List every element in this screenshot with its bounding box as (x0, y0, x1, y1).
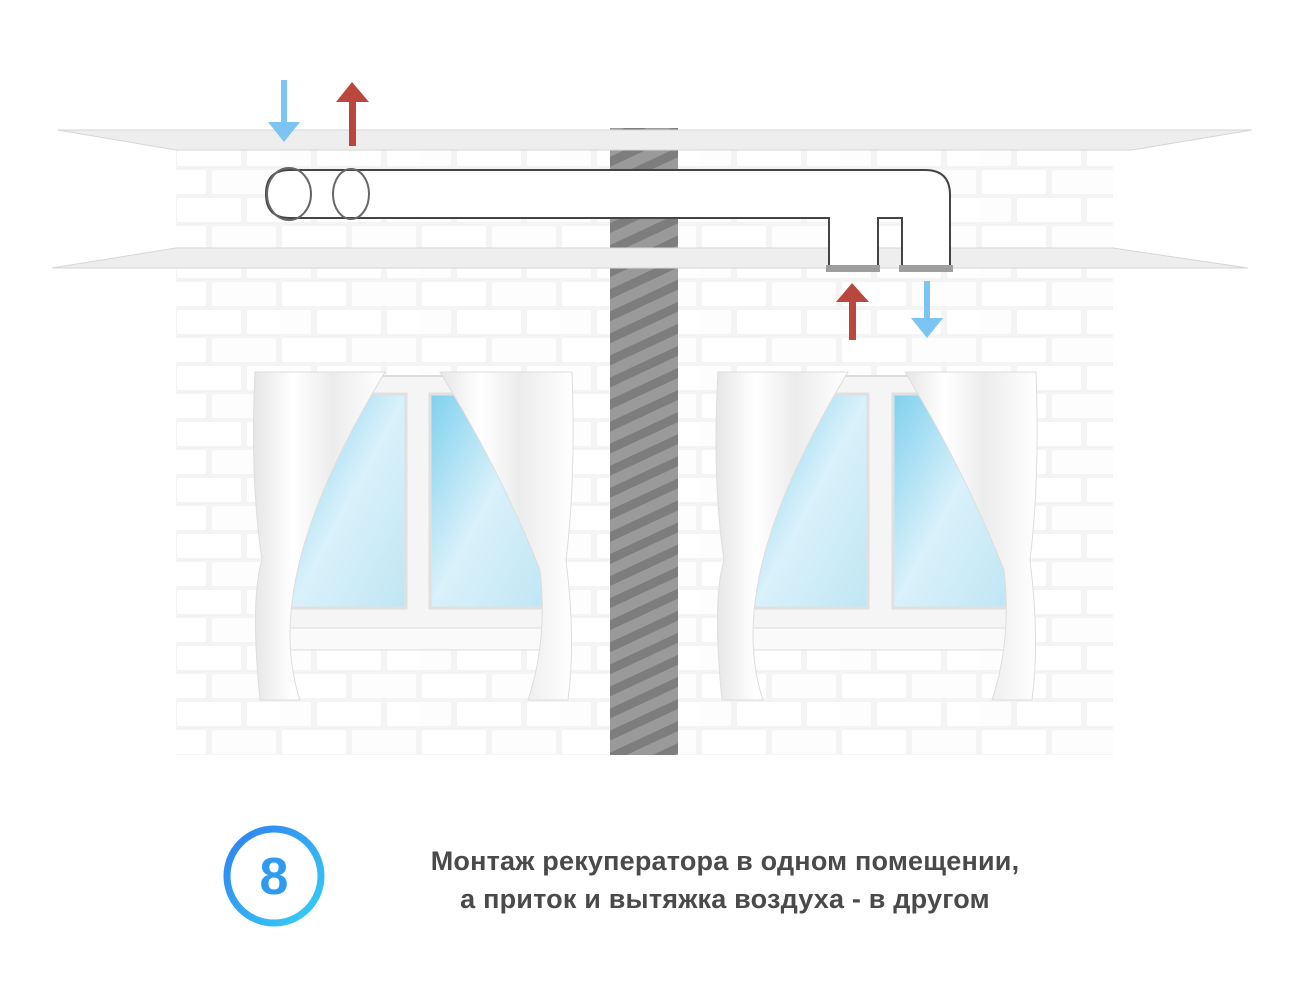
curtain-left-a (253, 371, 386, 701)
supply-arrow-outside (268, 80, 300, 142)
caption-text: Монтаж рекуператора в одном помещении, а… (345, 842, 1105, 918)
ceiling-top-plane (57, 129, 1253, 151)
divider-wall (610, 128, 678, 755)
step-number: 8 (260, 848, 289, 906)
supply-arrow-room (911, 281, 943, 338)
curtain-right-a (715, 371, 849, 701)
step-badge: 8 (223, 825, 325, 927)
caption-line-1: Монтаж рекуператора в одном помещении, (430, 846, 1020, 876)
exhaust-arrow-outside (336, 82, 369, 146)
ceiling-bottom-plane (51, 247, 1249, 269)
caption-line-2: а приток и вытяжка воздуха - в другом (460, 884, 990, 914)
curtain-left-b (439, 371, 574, 701)
curtain-right-b (904, 371, 1038, 701)
recuperator-duct (264, 167, 953, 272)
ventilation-diagram (51, 80, 1253, 755)
exhaust-arrow-room (836, 283, 869, 340)
